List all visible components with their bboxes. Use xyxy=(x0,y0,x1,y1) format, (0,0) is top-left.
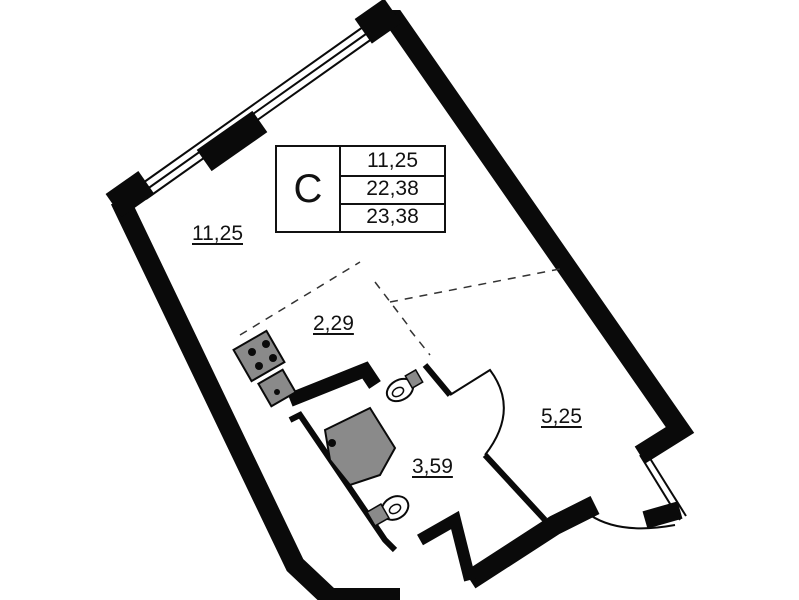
room-area-living: 11,25 xyxy=(192,222,243,245)
legend-total-area-with-balcony: 23,38 xyxy=(366,205,419,228)
apartment-type-letter: С xyxy=(277,147,341,231)
wall-right xyxy=(375,10,695,464)
apartment-legend: С 11,25 22,38 23,38 xyxy=(275,145,446,233)
legend-living-area: 11,25 xyxy=(341,147,444,177)
stove-icon xyxy=(232,329,286,383)
room-area-hallway: 5,25 xyxy=(541,405,582,428)
sink-icon xyxy=(257,368,297,408)
wall-bottom xyxy=(464,496,600,589)
bathroom-door-swing xyxy=(449,368,505,456)
window-top xyxy=(105,0,402,217)
window-door-right xyxy=(589,451,687,530)
toilet-2-icon xyxy=(366,495,410,527)
legend-total-area: 22,38 xyxy=(341,175,444,205)
bathtub-icon xyxy=(323,406,397,487)
wall-left xyxy=(110,195,400,600)
zone-dividers xyxy=(239,261,566,356)
room-area-bathroom: 3,59 xyxy=(412,455,453,478)
toilet-icon xyxy=(385,368,424,403)
bathroom-walls xyxy=(287,361,548,582)
room-area-kitchen: 2,29 xyxy=(313,312,354,335)
